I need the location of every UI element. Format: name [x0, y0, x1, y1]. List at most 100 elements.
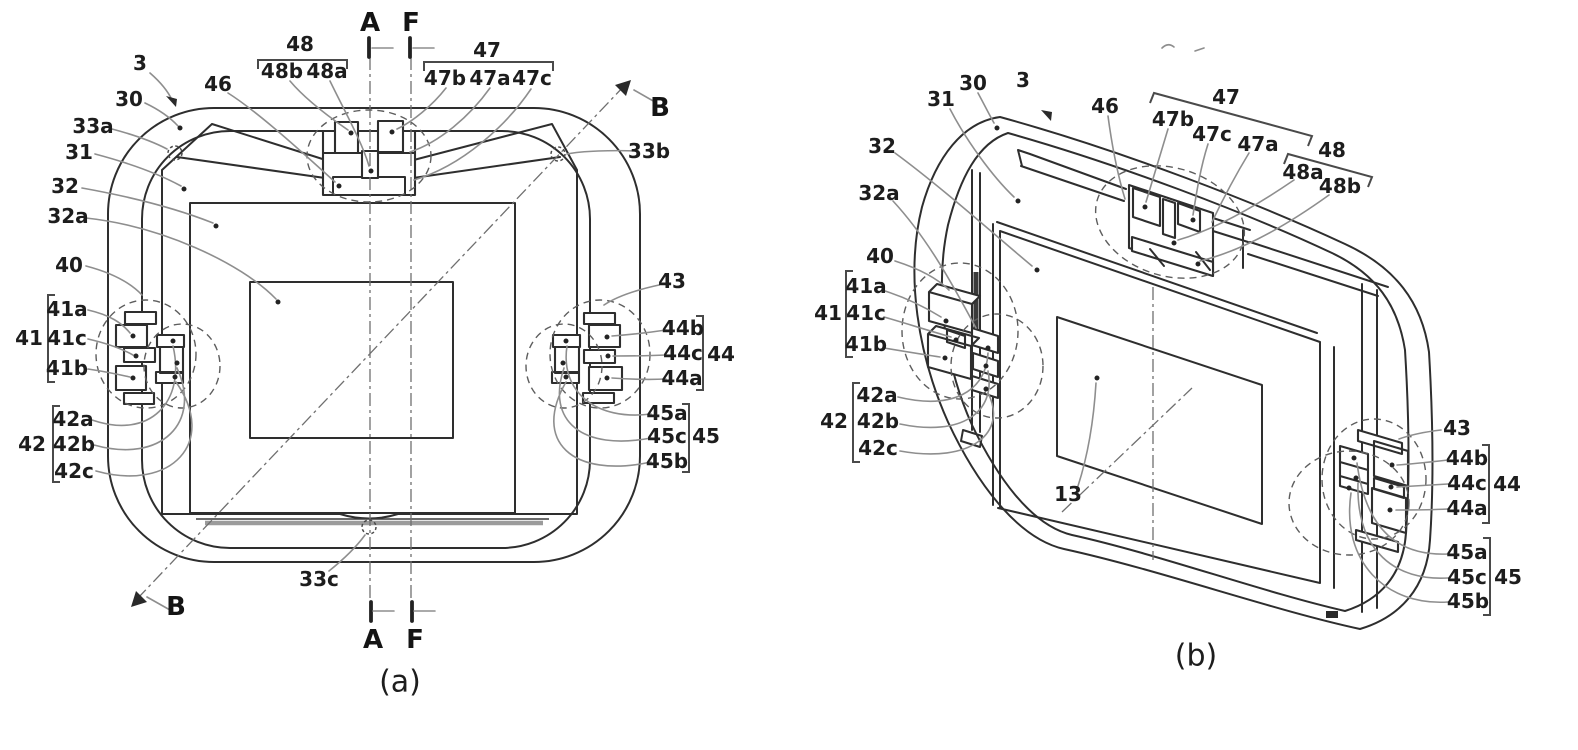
label-3-2: 3: [1016, 68, 1030, 92]
label-32-4: 32: [51, 174, 79, 198]
label-A-4: A: [363, 625, 383, 655]
grommets-a: [167, 145, 566, 535]
label-47b-5: 47b: [1152, 107, 1194, 131]
bezel-band-b: [1017, 149, 1389, 297]
label-42c-21: 42c: [858, 436, 898, 460]
brackets-b: [845, 91, 1491, 616]
label-43-24: 43: [658, 269, 686, 293]
caption-b: (b): [1175, 639, 1217, 674]
label-30-1: 30: [115, 87, 143, 111]
section-ticks-a: [367, 36, 414, 623]
label-32-11: 32: [868, 134, 896, 158]
arrowhead-3-b: [1041, 110, 1052, 121]
label-44a-27: 44a: [661, 366, 702, 390]
left-hinge-blocks-b: [926, 282, 1000, 400]
label-43-23: 43: [1443, 416, 1471, 440]
label-F-1: F: [402, 8, 420, 38]
phantom-right1-b: [1321, 418, 1427, 540]
bracket-bottom-plate-b: [1130, 235, 1215, 278]
label-41a-14: 41a: [845, 274, 886, 298]
right-hinge-dividers-b: [1339, 461, 1369, 485]
label-32a-5: 32a: [47, 204, 88, 228]
label-42c-14: 42c: [54, 459, 94, 483]
grommet-33b: [550, 146, 566, 162]
label-47c-22: 47c: [512, 66, 552, 90]
label-44a-26: 44a: [1446, 496, 1487, 520]
display-window-b: [1056, 316, 1263, 525]
label-40-6: 40: [55, 253, 83, 277]
label-42b-20: 42b: [857, 409, 899, 433]
label-42-12: 42: [18, 432, 46, 456]
label-48-8: 48: [1318, 138, 1346, 162]
crop-artifact: [1161, 43, 1205, 52]
label-41c-9: 41c: [47, 326, 87, 350]
outer-housing-a: [107, 107, 641, 563]
label-45c-30: 45c: [647, 424, 687, 448]
label-46-15: 46: [204, 72, 232, 96]
label-45b-31: 45b: [646, 449, 688, 473]
label-48-16: 48: [286, 32, 314, 56]
label-31-3: 31: [65, 140, 93, 164]
label-45a-29: 45a: [646, 401, 687, 425]
label-40-13: 40: [866, 244, 894, 268]
bracket-extras-b: [1149, 217, 1251, 271]
phantom-left2-b: [950, 313, 1044, 419]
label-31-0: 31: [927, 87, 955, 111]
phantom-right2-a: [525, 323, 603, 409]
phantom-circles-a: [95, 109, 651, 409]
label-47-4: 47: [1212, 85, 1240, 109]
top-bracket-assembly-b: [1127, 183, 1251, 278]
caption-a: (a): [379, 665, 421, 700]
label-3-0: 3: [133, 51, 147, 75]
right-hinge-cluster-b: [1338, 428, 1410, 554]
outer-housing-b: [913, 116, 1434, 630]
label-33b-23: 33b: [628, 139, 670, 163]
label-44c-25: 44c: [1447, 471, 1487, 495]
label-41a-7: 41a: [46, 297, 87, 321]
label-47a-21: 47a: [469, 66, 510, 90]
label-47c-6: 47c: [1192, 122, 1232, 146]
display-module-b: [992, 221, 1335, 589]
tick-stubs-a: [146, 47, 656, 612]
phantom-top-b: [1094, 165, 1246, 279]
right-hinge-cluster-a: [550, 311, 624, 405]
label-48a-18: 48a: [306, 59, 347, 83]
label-42-19: 42: [820, 409, 848, 433]
label-41-15: 41: [814, 301, 842, 325]
label-F-5: F: [406, 625, 424, 655]
label-44-27: 44: [1493, 472, 1521, 496]
label-42b-13: 42b: [53, 432, 95, 456]
phantom-left2-a: [143, 323, 221, 409]
right-hinge-blocks-b: [1338, 428, 1410, 554]
label-41b-17: 41b: [845, 332, 887, 356]
label-45c-29: 45c: [1447, 565, 1487, 589]
label-45-31: 45: [1494, 565, 1522, 589]
leader-lines-a: [81, 72, 667, 572]
grommet-33a: [167, 145, 183, 161]
label-42a-11: 42a: [52, 407, 93, 431]
display-window-a: [249, 281, 454, 439]
label-A-0: A: [360, 8, 380, 38]
label-B-2: B: [650, 93, 670, 123]
phantom-left1-b: [901, 262, 1019, 400]
label-41c-16: 41c: [846, 301, 886, 325]
grommet-33c: [361, 519, 377, 535]
label-42a-18: 42a: [856, 383, 897, 407]
left-hinge-cluster-a: [114, 310, 186, 406]
phantom-left1-a: [95, 299, 197, 409]
label-46-3: 46: [1091, 94, 1119, 118]
label-48b-17: 48b: [261, 59, 303, 83]
label-47a-7: 47a: [1237, 132, 1278, 156]
label-32a-12: 32a: [858, 181, 899, 205]
label-30-1: 30: [959, 71, 987, 95]
label-44-28: 44: [707, 342, 735, 366]
label-45-32: 45: [692, 424, 720, 448]
label-45b-30: 45b: [1447, 589, 1489, 613]
label-48a-9: 48a: [1282, 160, 1323, 184]
phantom-right2-b: [1288, 450, 1410, 556]
